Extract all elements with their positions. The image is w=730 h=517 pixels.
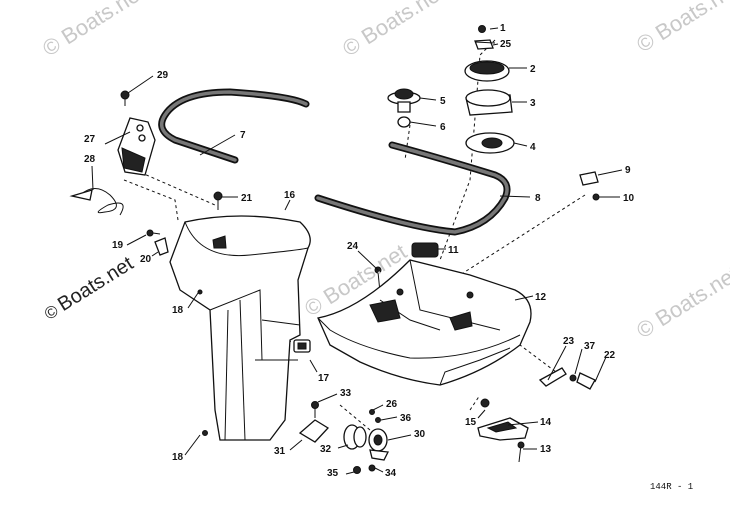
callouts: 1 25 2 3 4 5 6 7 8 9 10 11 12 13 14 15 1… xyxy=(84,23,635,479)
callout-2: 2 xyxy=(530,64,536,75)
nut-35 xyxy=(353,466,361,474)
callout-10: 10 xyxy=(623,193,635,204)
callout-21: 21 xyxy=(241,193,253,204)
callout-1: 1 xyxy=(500,23,506,34)
screw-10 xyxy=(592,193,600,201)
callout-18a: 18 xyxy=(172,305,184,316)
clip-20 xyxy=(154,237,169,256)
bracket-27 xyxy=(117,117,156,176)
bushing-32 xyxy=(343,424,367,450)
callout-33: 33 xyxy=(340,388,352,399)
callout-26: 25 xyxy=(500,39,512,50)
knob-30 xyxy=(368,428,389,461)
callout-14: 14 xyxy=(540,417,552,428)
bracket-31 xyxy=(298,419,330,443)
washer-37 xyxy=(569,374,577,382)
callout-27: 27 xyxy=(84,134,96,145)
screw-21 xyxy=(213,191,223,210)
pad-11 xyxy=(411,242,439,258)
diagram-code: 144R - 1 xyxy=(650,482,694,492)
callout-7: 7 xyxy=(240,130,246,141)
bolt-22 xyxy=(576,372,596,390)
knob-assembly xyxy=(464,25,515,154)
callout-22: 22 xyxy=(604,350,616,361)
washer-36 xyxy=(375,417,381,423)
washer-25 xyxy=(369,409,375,415)
seal-8 xyxy=(314,141,511,236)
nut-15 xyxy=(480,398,490,408)
callout-35: 35 xyxy=(327,468,339,479)
callout-31: 31 xyxy=(274,446,286,457)
callout-15: 15 xyxy=(465,417,477,428)
screw-29 xyxy=(120,90,130,106)
screw-33 xyxy=(311,401,319,418)
lower-housing-12 xyxy=(317,259,532,386)
callout-25: 26 xyxy=(386,399,398,410)
callout-8: 8 xyxy=(535,193,541,204)
callout-4: 4 xyxy=(530,142,536,153)
callout-32: 32 xyxy=(320,444,332,455)
callout-17: 17 xyxy=(318,373,330,384)
callout-5: 5 xyxy=(440,96,446,107)
callout-13: 13 xyxy=(540,444,552,455)
fitting-5 xyxy=(387,88,421,113)
callout-23: 23 xyxy=(563,336,575,347)
screw-19 xyxy=(146,229,161,237)
callout-37: 37 xyxy=(584,341,596,352)
callout-18b: 18 xyxy=(172,452,184,463)
callout-34: 34 xyxy=(385,468,397,479)
lever-23 xyxy=(538,367,567,387)
screw-18 xyxy=(202,430,208,436)
callout-9: 9 xyxy=(625,165,631,176)
latch-14 xyxy=(477,417,529,441)
callout-20: 20 xyxy=(140,254,152,265)
bolt-13 xyxy=(517,441,525,463)
callout-29: 29 xyxy=(157,70,169,81)
clip-9 xyxy=(579,171,599,186)
callout-36: 36 xyxy=(400,413,412,424)
callout-6: 6 xyxy=(440,122,446,133)
callout-24: 24 xyxy=(347,241,359,252)
cord-28 xyxy=(69,188,124,216)
callout-16: 16 xyxy=(284,190,296,201)
washer-6 xyxy=(397,116,411,128)
callout-12: 12 xyxy=(535,292,547,303)
grommet-17 xyxy=(293,339,311,353)
nut-34 xyxy=(368,464,376,472)
callout-30: 30 xyxy=(414,429,426,440)
seal-7 xyxy=(158,88,310,164)
callout-19: 19 xyxy=(112,240,124,251)
callout-11: 11 xyxy=(448,245,459,256)
callout-3: 3 xyxy=(530,98,536,109)
lower-cowl-16 xyxy=(169,215,311,441)
callout-28: 28 xyxy=(84,154,96,165)
